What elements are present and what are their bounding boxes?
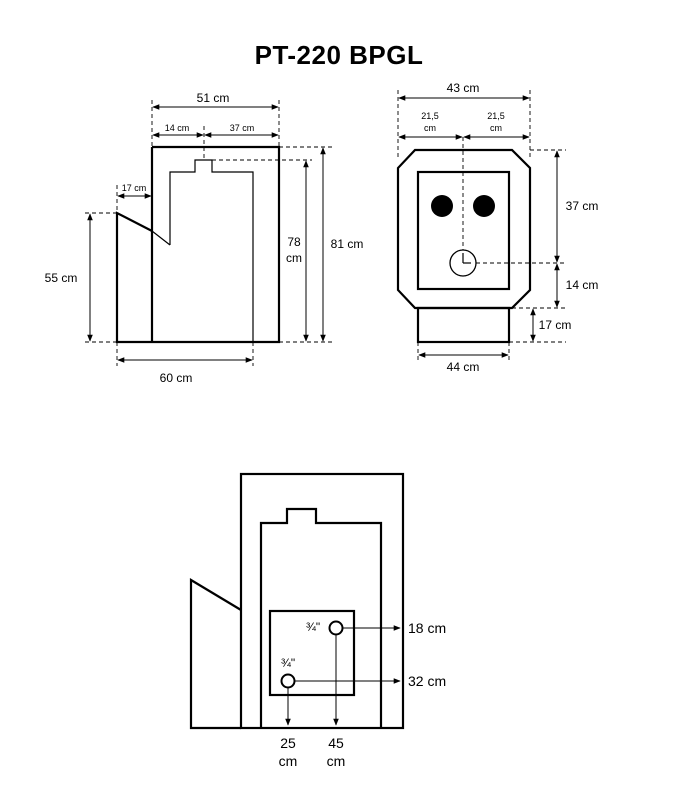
label-side-width-bottom: 60 cm bbox=[160, 371, 193, 385]
side-view-outline bbox=[115, 145, 281, 344]
label-side-step-width: 17 cm bbox=[122, 183, 147, 193]
pipe-connection-top-icon bbox=[328, 620, 344, 636]
label-pipe-top-x-b: cm bbox=[327, 753, 346, 769]
label-pipe-bottom-height: 32 cm bbox=[408, 673, 446, 689]
label-side-step-height: 55 cm bbox=[45, 271, 78, 285]
control-knob-left bbox=[431, 195, 453, 217]
rear-view: ¾" ¾" 18 cm 32 cm 25 cm 45 cm bbox=[189, 472, 446, 769]
label-pipe-bottom-x-a: 25 bbox=[280, 735, 296, 751]
front-view-base bbox=[416, 306, 511, 344]
label-side-seg-right: 37 cm bbox=[230, 123, 255, 133]
label-front-base-height: 17 cm bbox=[539, 318, 572, 332]
label-front-half-left-a: 21,5 bbox=[421, 111, 439, 121]
label-side-width-top: 51 cm bbox=[197, 91, 230, 105]
pipe-connection-bottom-icon bbox=[280, 673, 296, 689]
label-side-height-inner-a: 78 bbox=[287, 235, 301, 249]
rear-view-outer-body bbox=[239, 472, 405, 730]
front-view: 43 cm 21,5 cm 21,5 cm 37 cm 14 cm 17 cm … bbox=[396, 81, 599, 374]
label-side-seg-left: 14 cm bbox=[165, 123, 190, 133]
side-view-inner-outline bbox=[169, 159, 254, 342]
label-pipe-top-size: ¾" bbox=[306, 620, 320, 634]
rear-view-side-step bbox=[189, 578, 242, 730]
control-knob-right bbox=[473, 195, 495, 217]
clock-icon bbox=[449, 249, 477, 277]
front-view-door bbox=[416, 170, 511, 291]
label-front-height-lower: 14 cm bbox=[566, 278, 599, 292]
rear-view-connection-panel bbox=[268, 609, 356, 697]
rear-view-inner-outline bbox=[259, 507, 383, 728]
label-side-height-inner-b: cm bbox=[286, 251, 302, 265]
diagram-title: PT-220 BPGL bbox=[254, 40, 424, 70]
label-front-half-right-a: 21,5 bbox=[487, 111, 505, 121]
label-pipe-top-height: 18 cm bbox=[408, 620, 446, 636]
label-front-base-width: 44 cm bbox=[447, 360, 480, 374]
label-pipe-bottom-size: ¾" bbox=[281, 656, 295, 670]
side-view: 51 cm 14 cm 37 cm 17 cm 55 cm 78 cm 81 c… bbox=[45, 91, 364, 385]
label-pipe-bottom-x-b: cm bbox=[279, 753, 298, 769]
label-side-height-total: 81 cm bbox=[331, 237, 364, 251]
label-front-height-upper: 37 cm bbox=[566, 199, 599, 213]
label-front-half-right-b: cm bbox=[490, 123, 502, 133]
side-view-slope bbox=[151, 230, 171, 246]
label-pipe-top-x-a: 45 bbox=[328, 735, 344, 751]
label-front-width-top: 43 cm bbox=[447, 81, 480, 95]
label-front-half-left-b: cm bbox=[424, 123, 436, 133]
